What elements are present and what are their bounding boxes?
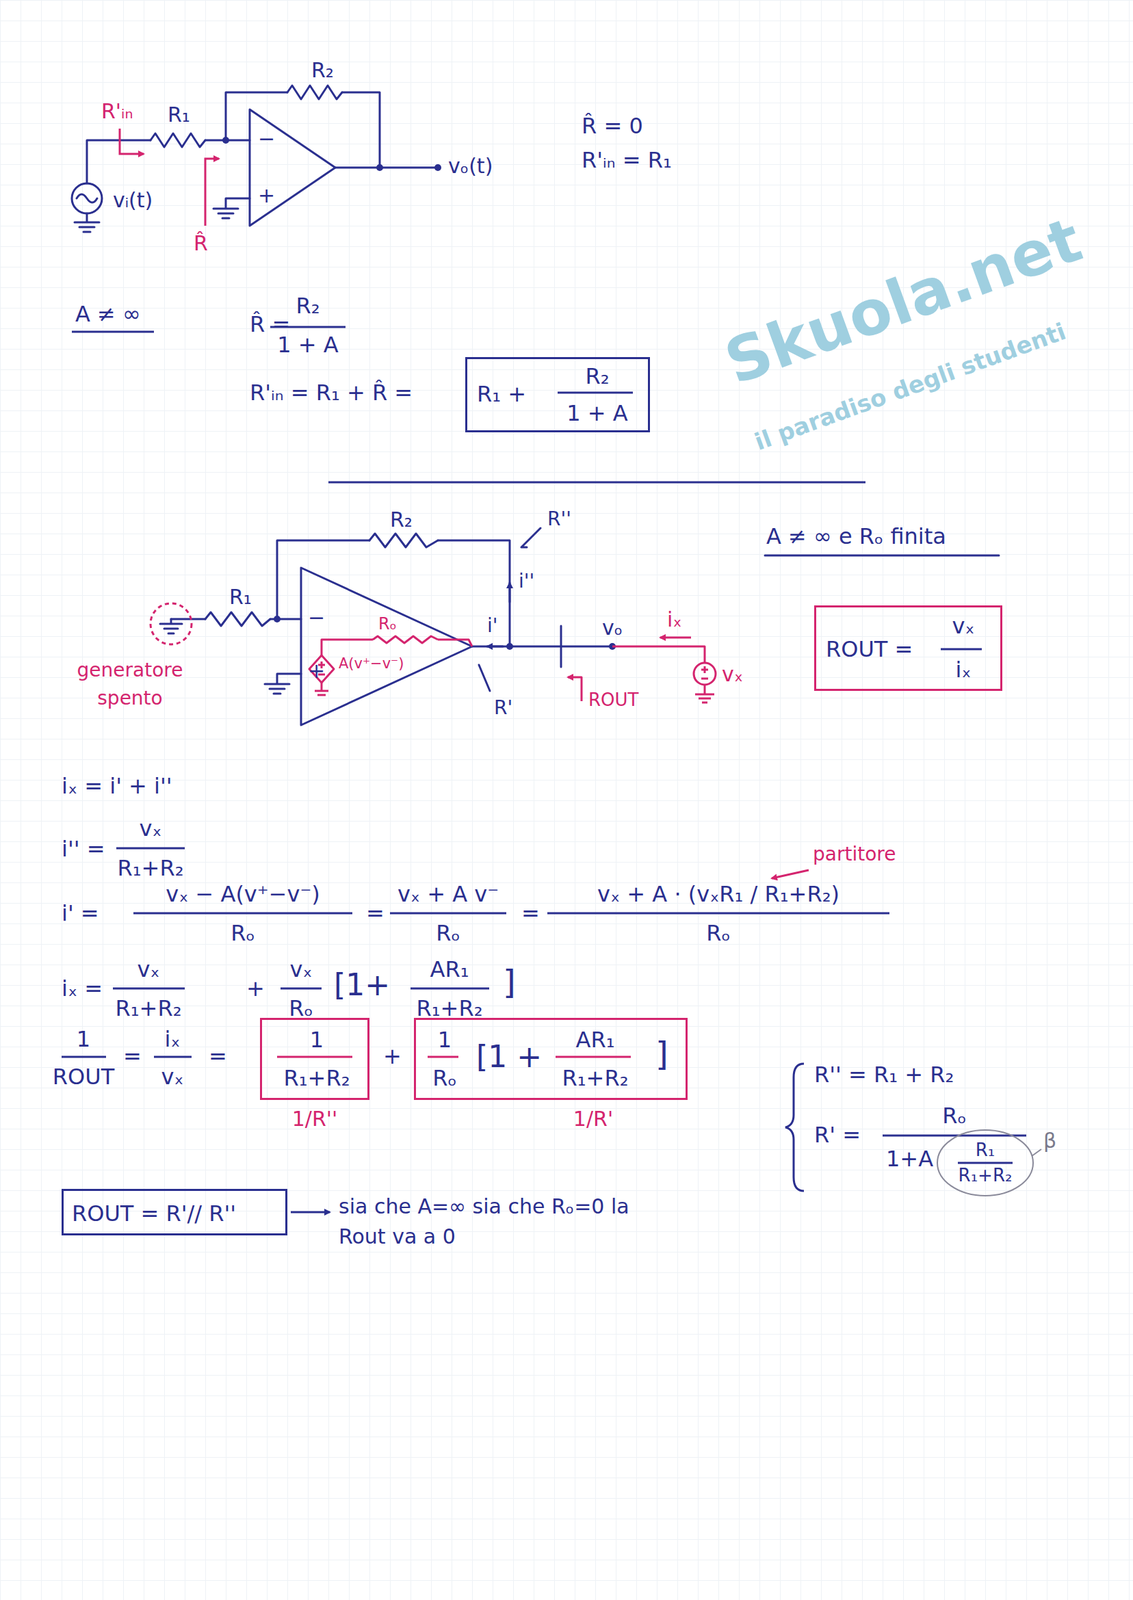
input-sign: + (307, 658, 325, 684)
annotation: β (1043, 1128, 1057, 1154)
input-sign: + (257, 183, 276, 208)
signal-name: vₓ (721, 662, 744, 687)
term-box: 1R₁+R₂ (259, 1018, 370, 1101)
fraction-denominator: ROUT (52, 1063, 115, 1090)
current-label: i'' (518, 569, 535, 594)
term-box: 1Rₒ [1 + AR₁ R₁+R₂] (413, 1018, 688, 1101)
signal-name: vᵢ(t) (112, 188, 153, 213)
box-text: ROUT = (825, 636, 913, 663)
formula-text: R' = (814, 1122, 861, 1149)
box-text: iₓ (955, 656, 971, 683)
box-text: [1 + (476, 1039, 542, 1076)
formula-text: [1+ (333, 967, 390, 1004)
resistance-label: R'ᵢₙ (101, 99, 133, 124)
fraction-numerator: R₁ (975, 1139, 996, 1162)
note-text: partitore (812, 842, 896, 867)
formula-text: R̂ = 0 (581, 112, 644, 139)
fraction-numerator: 1 (76, 1026, 91, 1053)
formula-text: R'ᵢₙ = R₁ (581, 147, 672, 174)
formula-text: iₓ = (61, 975, 103, 1002)
fraction-denominator: R₁+R₂ (117, 855, 185, 882)
box-text: R₂ (584, 363, 609, 390)
formula-text: 1+A (886, 1145, 934, 1172)
definition-box: ROUT = vₓ iₓ (814, 605, 1003, 692)
formula-text: i'' = (61, 836, 105, 863)
box-text: vₓ (951, 613, 975, 640)
condition-heading: A ≠ ∞ (75, 301, 141, 328)
formula-text: iₓ = i' + i'' (61, 773, 173, 800)
fraction-numerator: vₓ (136, 956, 160, 983)
fraction-denominator: Rₒ (288, 995, 313, 1022)
fraction-denominator: R₁+R₂ (416, 995, 484, 1022)
fraction-numerator: vₓ (289, 956, 312, 983)
signal-name: vₒ(t) (448, 153, 493, 179)
box-text: AR₁ (576, 1026, 616, 1053)
resistance-label: R'' (547, 507, 572, 531)
formula-text: = (123, 1043, 142, 1070)
resistance-label: R̂ (193, 231, 208, 256)
fraction-denominator: R₁+R₂ (958, 1165, 1013, 1187)
input-sign: − (257, 126, 276, 152)
box-text: 1 (437, 1026, 452, 1053)
result-box: ROUT = R'// R'' (61, 1189, 288, 1236)
box-text: 1 (309, 1026, 324, 1053)
annotation: 1/R'' (292, 1107, 338, 1132)
fraction-numerator: vₓ + A v⁻ (397, 881, 499, 908)
formula-text: + (383, 1043, 402, 1070)
formula-text: R'ᵢₙ = R₁ + R̂ = (249, 379, 413, 406)
fraction-numerator: Rₒ (942, 1102, 967, 1129)
note-text: generatore spento (61, 656, 199, 713)
formula-text: ] (502, 963, 516, 1004)
resistor-label: R₁ (167, 102, 191, 128)
box-text: ] (655, 1035, 669, 1075)
source-label: A(v⁺−v⁻) (338, 655, 404, 673)
resistor-label: R₂ (311, 58, 334, 83)
resistor-label: Rₒ (378, 614, 397, 635)
formula-text: + (246, 975, 265, 1002)
fraction-denominator: R₁+R₂ (115, 995, 182, 1022)
fraction-numerator: AR₁ (430, 956, 470, 983)
box-text: 1 + A (566, 400, 628, 427)
fraction-numerator: R₂ (295, 292, 320, 319)
fraction-denominator: Rₒ (435, 920, 460, 947)
formula-text: = (521, 900, 540, 927)
annotation: 1/R' (573, 1107, 614, 1132)
resistance-label: R' (493, 696, 513, 720)
box-text: R₁+R₂ (562, 1065, 629, 1092)
current-label: iₓ (667, 607, 683, 633)
box-text: ROUT = R'// R'' (71, 1200, 237, 1227)
watermark: Skuola.net (715, 202, 1092, 400)
box-text: R₁+R₂ (283, 1065, 351, 1092)
current-label: i' (487, 614, 498, 638)
resistance-label: ROUT (588, 689, 639, 711)
result-box: R₁ + R₂ 1 + A (465, 357, 650, 433)
formula-text: = (208, 1043, 228, 1070)
fraction-numerator: vₓ (138, 815, 162, 842)
resistor-label: R₁ (229, 584, 252, 610)
condition-heading: A ≠ ∞ e Rₒ finita (766, 523, 947, 550)
resistor-label: R₂ (389, 507, 413, 533)
formula-text: = (366, 900, 385, 927)
fraction-denominator: vₓ (160, 1063, 184, 1090)
box-text: Rₒ (432, 1065, 457, 1092)
fraction-denominator: Rₒ (230, 920, 255, 947)
fraction-numerator: vₓ + A · (vₓR₁ / R₁+R₂) (597, 881, 840, 908)
formula-text: R'' = R₁ + R₂ (814, 1061, 954, 1088)
formula-text: i' = (61, 900, 100, 927)
box-text: R₁ + (476, 381, 527, 408)
signal-name: vₒ (602, 615, 623, 641)
fraction-denominator: Rₒ (706, 920, 731, 947)
note-text: sia che A=∞ sia che Rₒ=0 la Rout va a 0 (338, 1191, 640, 1252)
fraction-denominator: 1 + A (277, 331, 338, 358)
input-sign: − (307, 605, 325, 631)
fraction-numerator: iₓ (164, 1026, 180, 1053)
fraction-numerator: vₓ − A(v⁺−v⁻) (165, 881, 321, 908)
